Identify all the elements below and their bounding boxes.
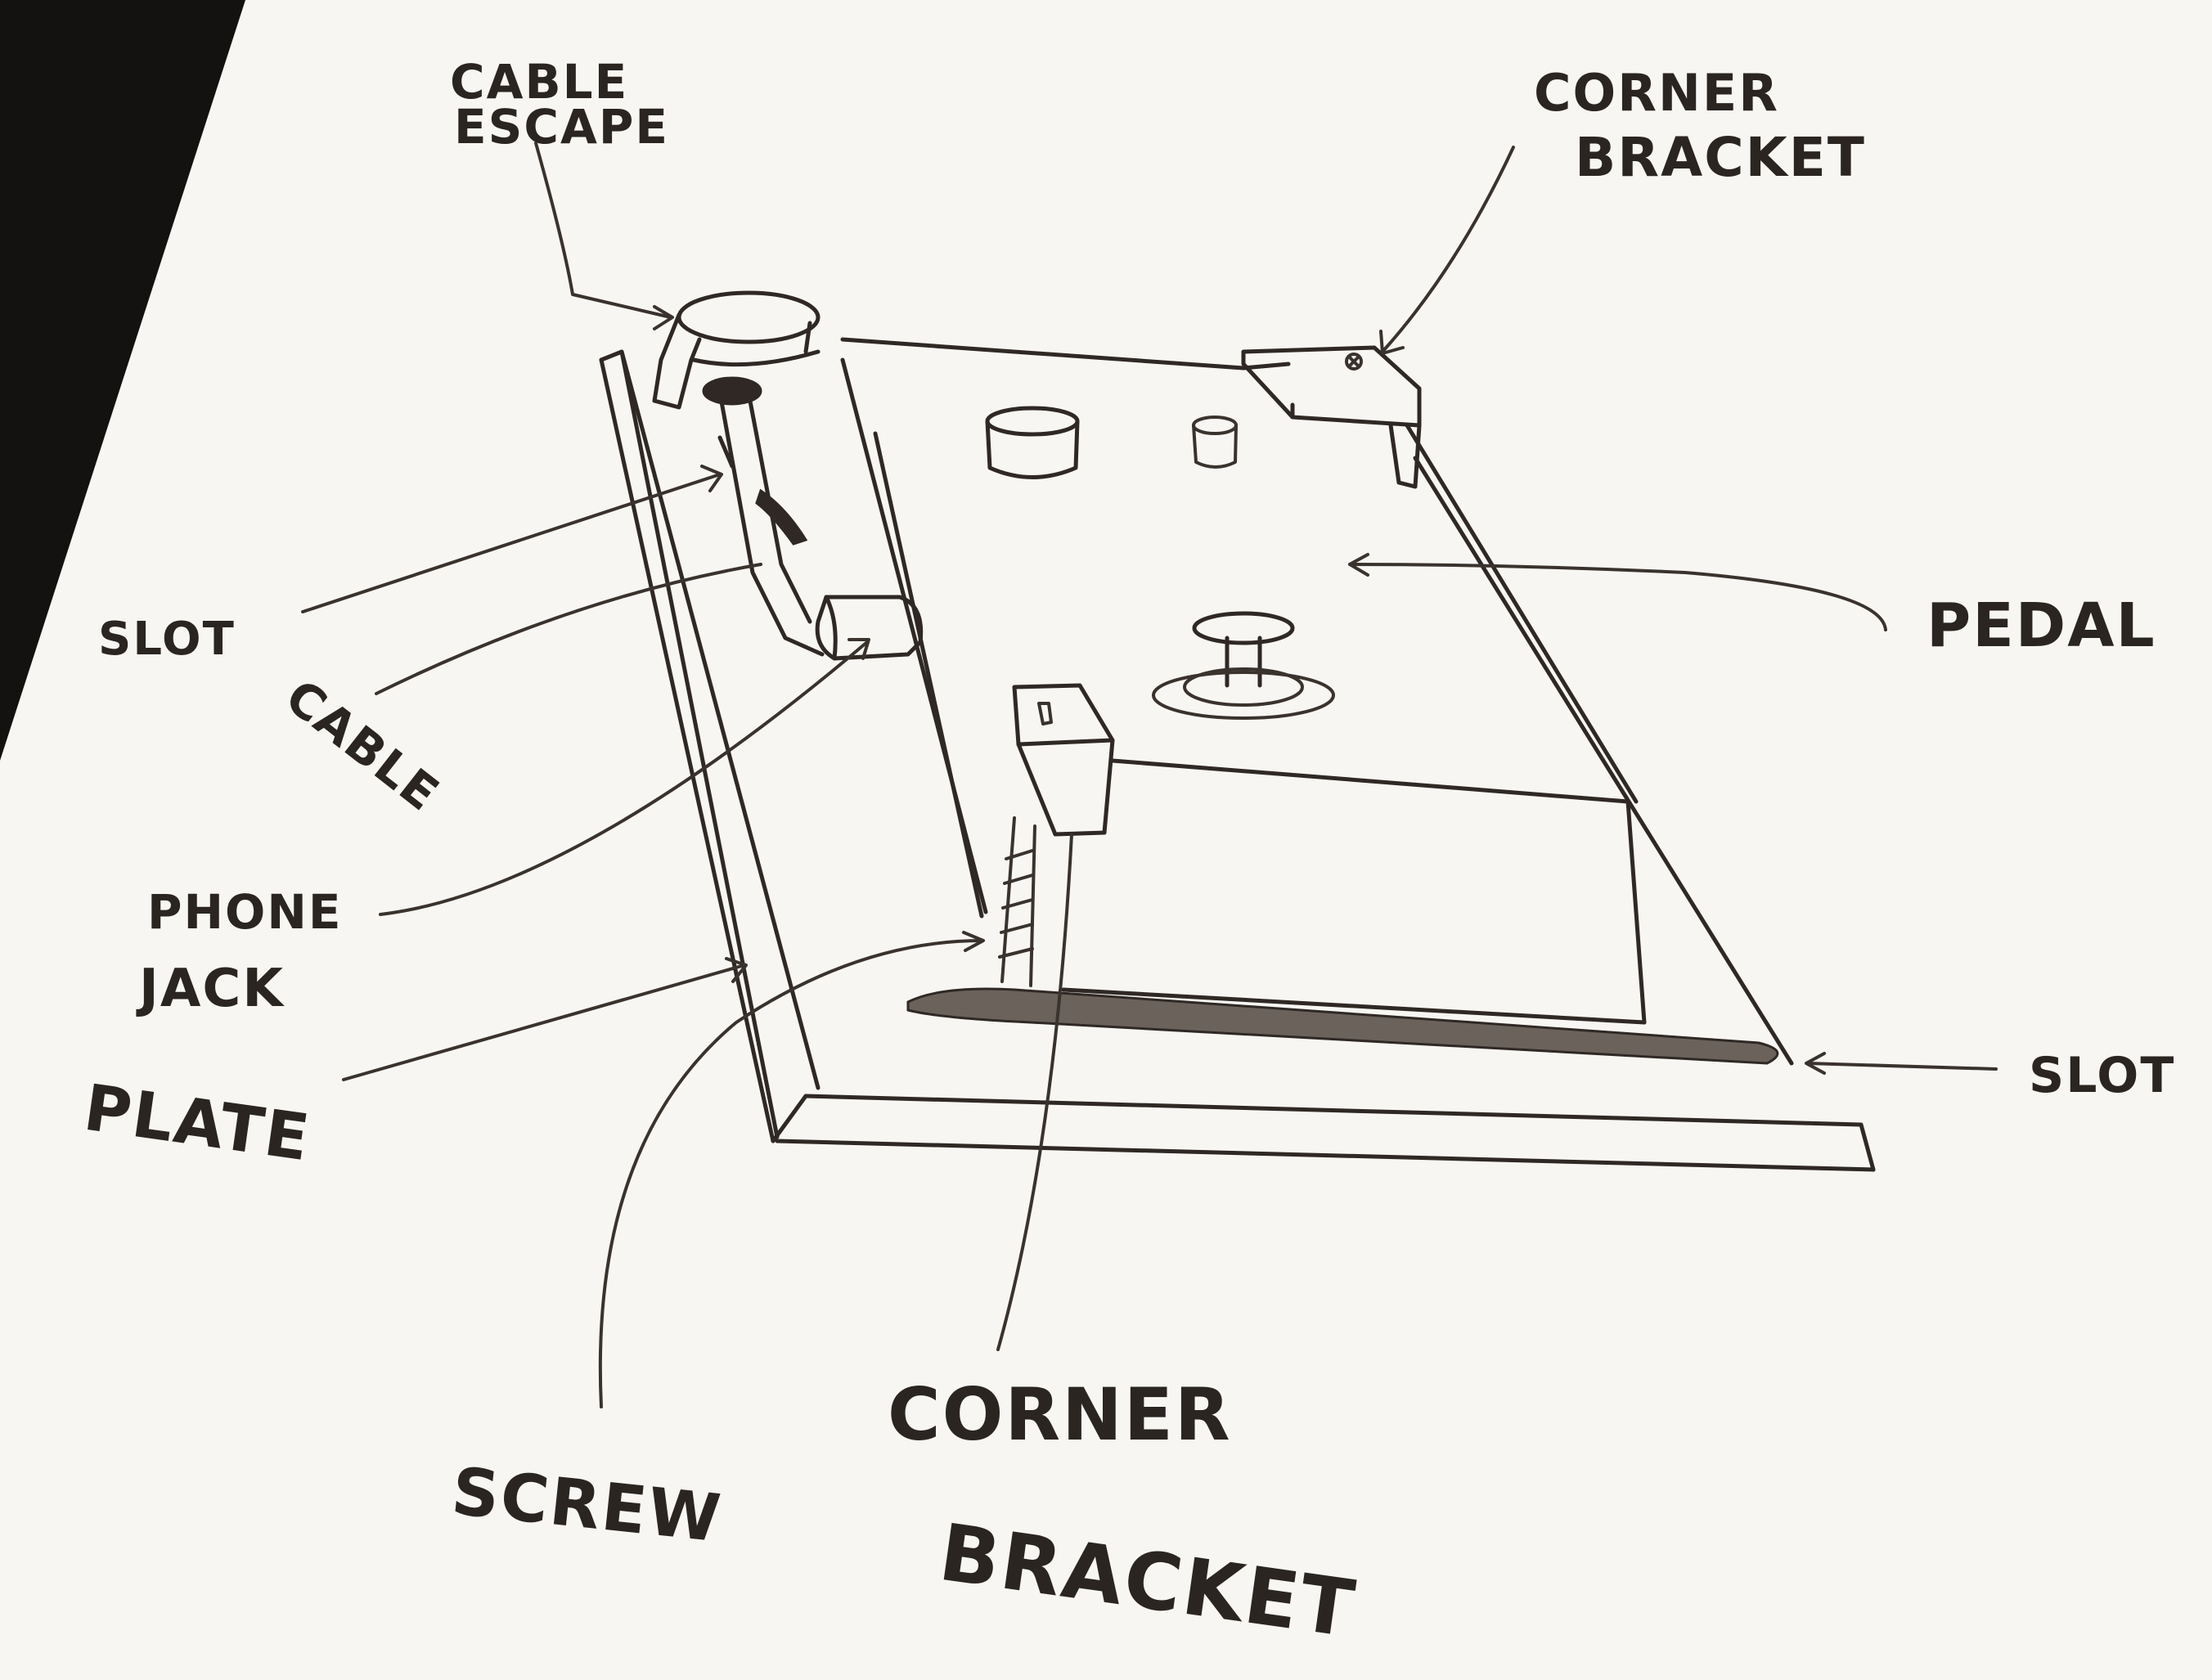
front-slot-groove xyxy=(908,989,1778,1063)
label-corner-bracket-bottom-line2: BRACKET xyxy=(934,1507,1361,1655)
side-slot-and-cable xyxy=(720,393,921,658)
corner-bracket-front-drawing xyxy=(1000,685,1113,986)
leader-lines xyxy=(303,143,1996,1407)
label-cable-escape-line2: ESCAPE xyxy=(454,99,669,155)
label-corner-bracket-top-line2: BRACKET xyxy=(1575,126,1866,189)
label-cable: CABLE xyxy=(275,668,450,822)
label-slot-left: SLOT xyxy=(98,613,236,666)
label-slot-right: SLOT xyxy=(2029,1047,2175,1104)
cable-escape-drawing xyxy=(654,293,818,407)
label-plate: PLATE xyxy=(79,1071,314,1176)
label-corner-bracket-top-line1: CORNER xyxy=(1534,63,1779,123)
label-corner-bracket-bottom-line1: CORNER xyxy=(888,1372,1232,1457)
label-phone-jack-line1: PHONE xyxy=(147,884,343,940)
corner-bracket-top-drawing xyxy=(1243,348,1419,487)
annotation-labels: CABLE ESCAPE CORNER BRACKET SLOT CABLE P… xyxy=(79,54,2175,1655)
label-phone-jack-line2: JACK xyxy=(136,959,285,1019)
label-pedal: PEDAL xyxy=(1927,591,2156,661)
label-screw: SCREW xyxy=(448,1453,726,1556)
pedal-drawing xyxy=(843,339,1792,1063)
